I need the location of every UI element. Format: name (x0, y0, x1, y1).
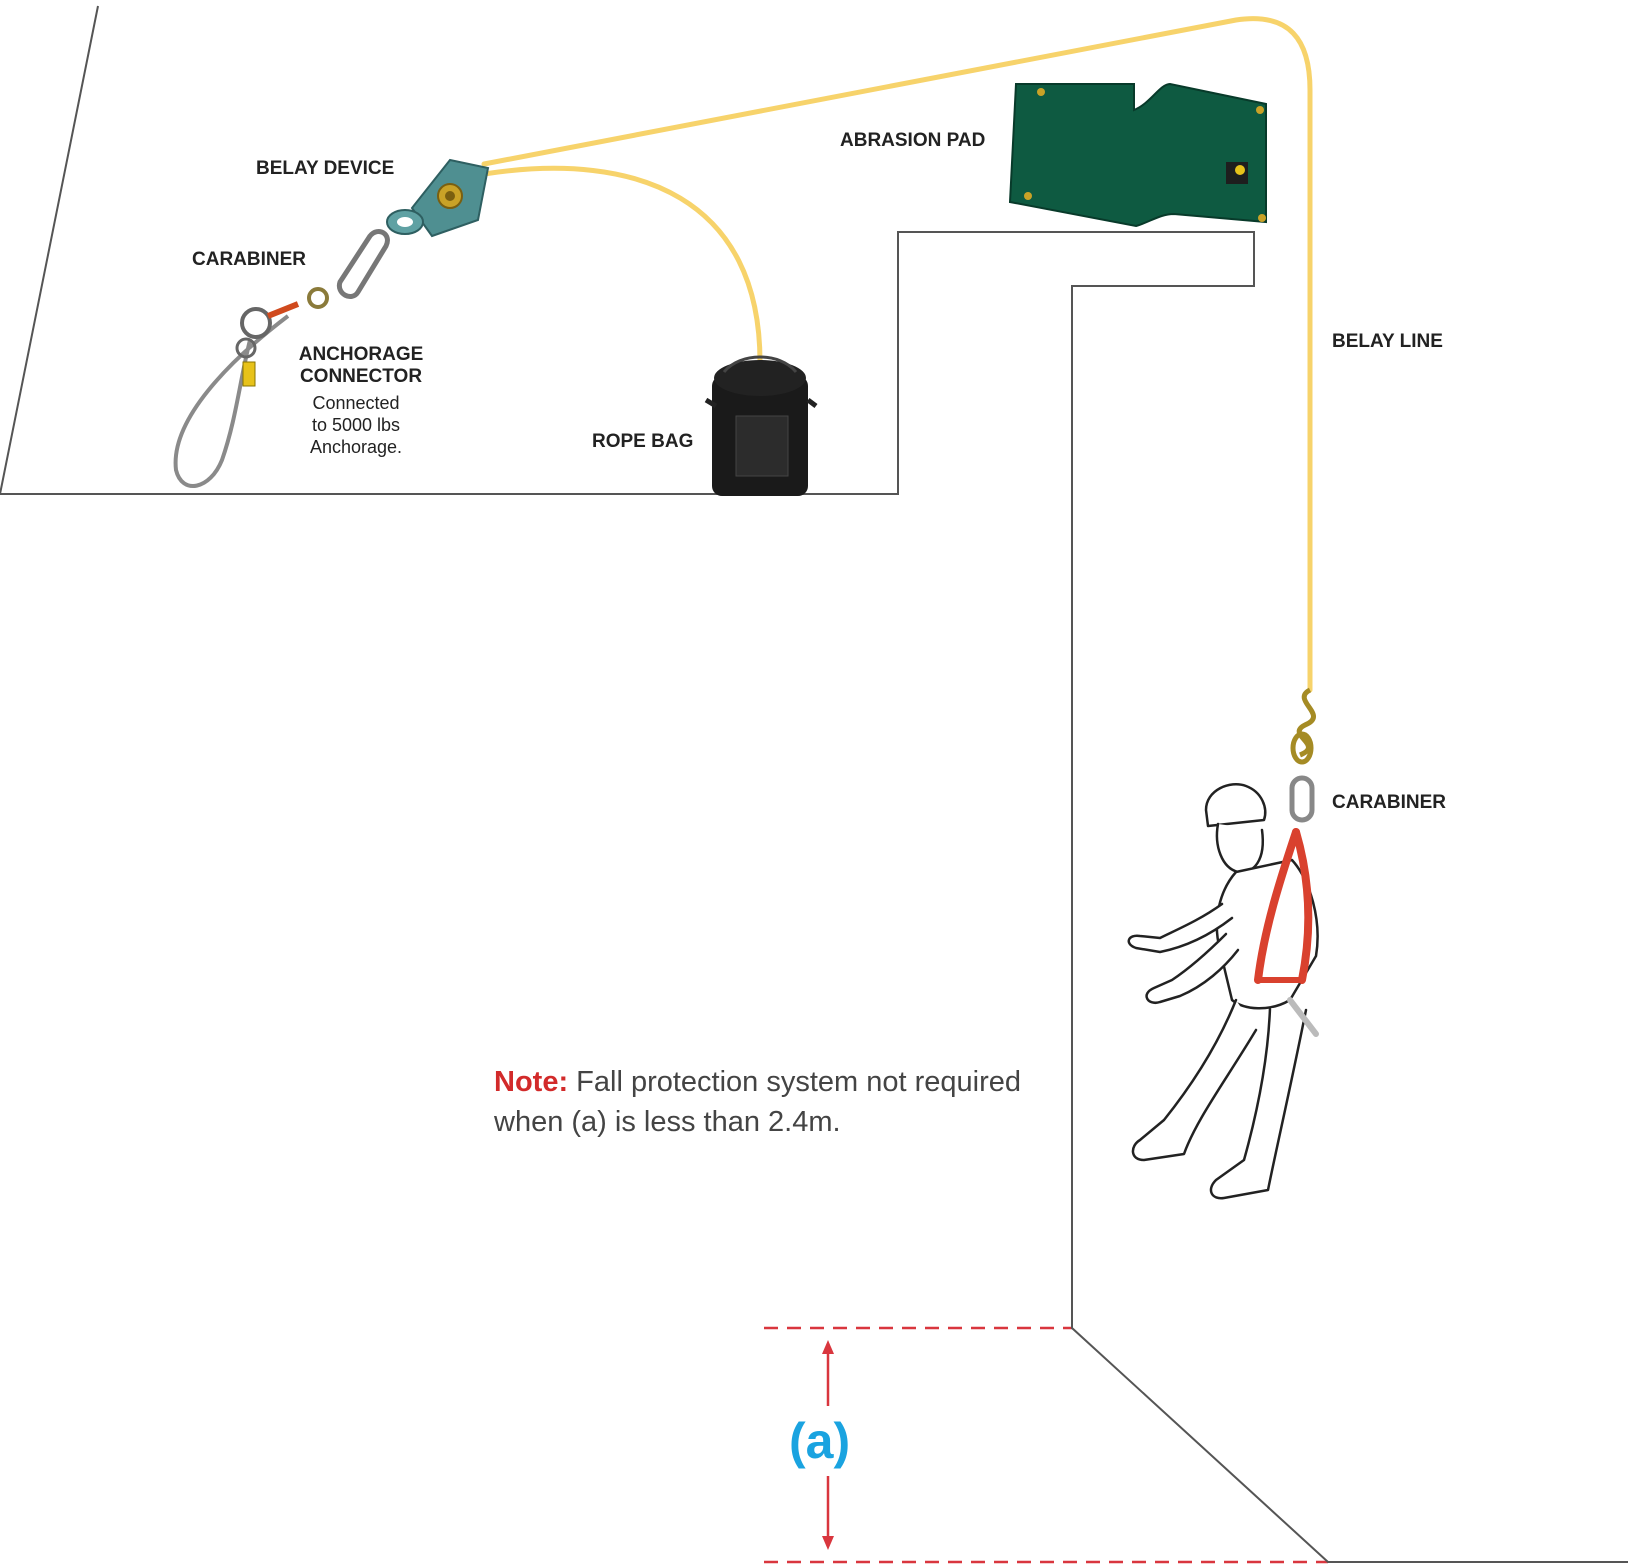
label-anchorage-connector: ANCHORAGE CONNECTOR (290, 344, 432, 388)
label-rope-bag: ROPE BAG (592, 431, 693, 453)
anchorage-detail: Connected to 5000 lbs Anchorage. (292, 392, 420, 458)
note: Note: Fall protection system not require… (494, 1062, 1054, 1142)
label-carabiner-worker: CARABINER (1332, 792, 1446, 814)
label-belay-line: BELAY LINE (1332, 331, 1443, 353)
anchorage-detail-line-3: Anchorage. (292, 436, 420, 458)
note-key: Note: (494, 1066, 568, 1098)
label-belay-device: BELAY DEVICE (256, 158, 394, 180)
label-abrasion-pad: ABRASION PAD (840, 130, 985, 152)
note-text: Fall protection system not required when… (494, 1066, 1021, 1138)
anchorage-detail-line-1: Connected (292, 392, 420, 414)
label-carabiner-top: CARABINER (192, 249, 306, 271)
dimension-label: (a) (789, 1412, 850, 1470)
anchorage-detail-line-2: to 5000 lbs (292, 414, 420, 436)
